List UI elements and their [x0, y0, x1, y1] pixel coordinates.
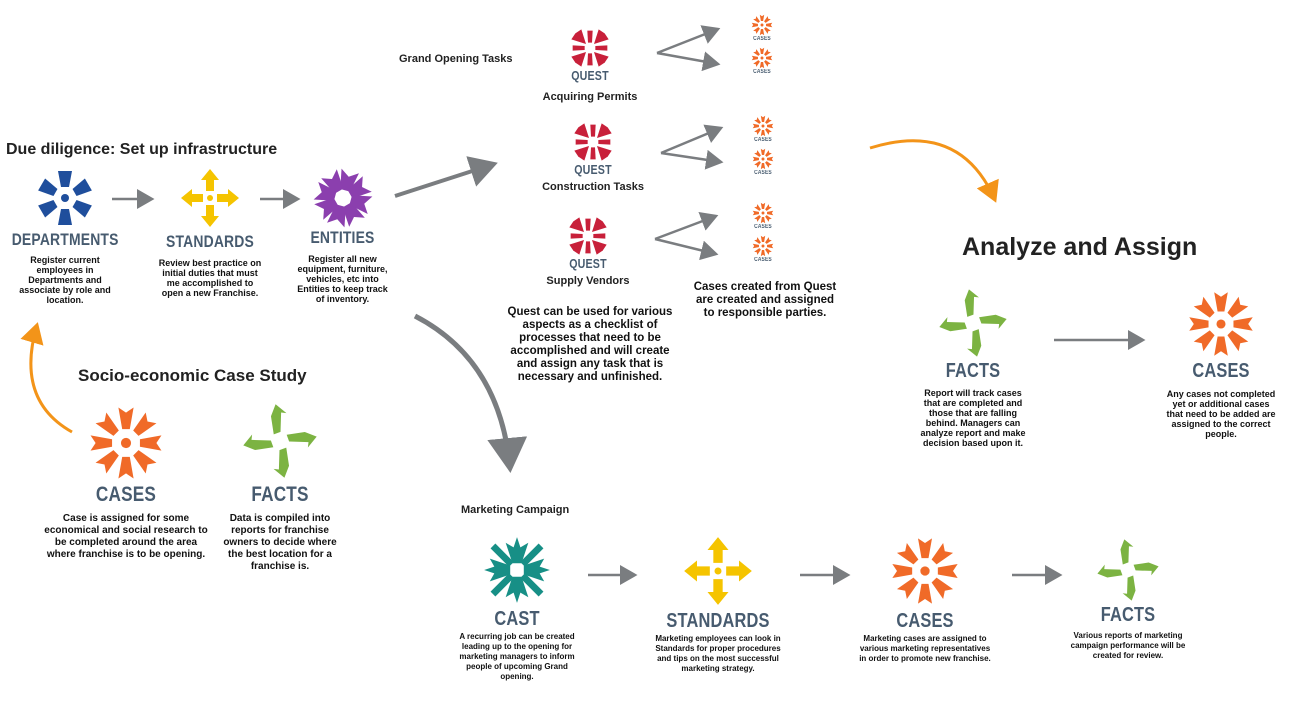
orange-arrow-socio: [20, 322, 73, 434]
analyze-cases-node[interactable]: CASES Any cases not completed yet or add…: [1160, 290, 1282, 439]
socio-cases-node[interactable]: CASES Case is assigned for some economic…: [20, 405, 232, 561]
socio-facts-node[interactable]: FACTS Data is compiled into reports for …: [210, 404, 350, 573]
arrow-infra-marketing: [413, 313, 528, 473]
arrow-infra-quests: [394, 156, 498, 198]
cast-icon: [484, 537, 550, 603]
socio-facts-desc: Data is compiled into reports for franch…: [223, 513, 337, 572]
analyze-cases-word: CASES: [1192, 360, 1250, 382]
mini-case[interactable]: CASES: [747, 115, 779, 143]
facts-icon: [1095, 537, 1161, 603]
cases-icon: [752, 235, 774, 257]
grand-opening-heading: Grand Opening Tasks: [399, 53, 513, 65]
quest-icon: [574, 123, 612, 161]
cases-icon: [90, 407, 162, 479]
standards-node[interactable]: STANDARDS Review best practice on initia…: [150, 168, 270, 298]
analyze-facts-node[interactable]: FACTS Report will track cases that are c…: [910, 287, 1036, 448]
marketing-standards-word: STANDARDS: [666, 610, 770, 632]
mini-case[interactable]: CASES: [747, 202, 779, 230]
mini-case[interactable]: CASES: [747, 148, 779, 176]
departments-node[interactable]: DEPARTMENTS Register current employees i…: [0, 168, 130, 305]
cases-icon: [1189, 292, 1253, 356]
quest-node-vendors[interactable]: QUEST Supply Vendors: [520, 216, 656, 287]
mini-case-word: CASES: [754, 257, 772, 263]
marketing-facts-node[interactable]: FACTS Various reports of marketing campa…: [1060, 537, 1196, 661]
analyze-facts-word: FACTS: [945, 360, 1001, 382]
analyze-cases-desc: Any cases not completed yet or additiona…: [1166, 389, 1276, 439]
facts-icon: [240, 404, 320, 481]
mini-case-word: CASES: [754, 170, 772, 176]
socio-cases-word: CASES: [95, 483, 157, 506]
standards-desc: Review best practice on initial duties t…: [158, 258, 262, 298]
quest-word: QUEST: [571, 68, 609, 83]
marketing-standards-desc: Marketing employees can look in Standard…: [655, 634, 781, 673]
standards-icon: [181, 169, 239, 227]
departments-desc: Register current employees in Department…: [19, 255, 111, 305]
marketing-facts-desc: Various reports of marketing campaign pe…: [1070, 631, 1186, 660]
mini-case[interactable]: CASES: [746, 14, 778, 42]
marketing-cast-node[interactable]: CAST A recurring job can be created lead…: [448, 536, 586, 682]
marketing-standards-node[interactable]: STANDARDS Marketing employees can look i…: [648, 536, 788, 674]
entities-desc: Register all new equipment, furniture, v…: [297, 254, 388, 304]
marketing-facts-word: FACTS: [1100, 604, 1156, 626]
facts-icon: [937, 287, 1009, 359]
departments-word: DEPARTMENTS: [11, 230, 119, 249]
quest-label: Supply Vendors: [546, 275, 630, 287]
entities-icon: [310, 165, 375, 231]
quest-icon: [569, 217, 607, 255]
entities-word: ENTITIES: [310, 228, 375, 247]
socio-facts-word: FACTS: [251, 483, 309, 506]
marketing-heading: Marketing Campaign: [461, 504, 570, 516]
quest-node-construction[interactable]: QUEST Construction Tasks: [520, 122, 666, 193]
quest-note: Quest can be used for various aspects as…: [507, 306, 673, 383]
marketing-cases-word: CASES: [896, 610, 954, 632]
quest-label: Acquiring Permits: [542, 91, 638, 103]
cases-icon: [752, 202, 774, 224]
socio-heading: Socio-economic Case Study: [78, 366, 307, 385]
mini-case[interactable]: CASES: [747, 235, 779, 263]
standards-icon: [684, 537, 752, 605]
orange-arrow-analyze: [869, 139, 999, 203]
cases-icon: [892, 538, 958, 604]
mini-case[interactable]: CASES: [746, 47, 778, 75]
marketing-cases-desc: Marketing cases are assigned to various …: [859, 634, 991, 663]
analyze-facts-desc: Report will track cases that are complet…: [920, 388, 1026, 448]
cases-icon: [752, 148, 774, 170]
socio-cases-desc: Case is assigned for some economical and…: [44, 513, 208, 560]
cast-word: CAST: [494, 608, 540, 630]
cases-icon: [751, 14, 773, 36]
standards-word: STANDARDS: [166, 232, 254, 251]
departments-icon: [38, 171, 92, 225]
quest-icon: [571, 29, 609, 67]
mini-case-word: CASES: [753, 69, 771, 75]
cast-desc: A recurring job can be created leading u…: [459, 632, 575, 681]
entities-node[interactable]: ENTITIES Register all new equipment, fur…: [285, 165, 400, 304]
quest-word: QUEST: [574, 162, 612, 177]
mini-case-word: CASES: [754, 224, 772, 230]
cases-icon: [752, 115, 774, 137]
cases-icon: [751, 47, 773, 69]
cases-note: Cases created from Quest are created and…: [693, 281, 837, 319]
mini-case-word: CASES: [753, 36, 771, 42]
analyze-heading: Analyze and Assign: [962, 233, 1198, 261]
due-diligence-heading: Due diligence: Set up infrastructure: [6, 141, 278, 158]
quest-label: Construction Tasks: [542, 181, 644, 193]
quest-node-permits[interactable]: QUEST Acquiring Permits: [520, 28, 660, 103]
marketing-cases-node[interactable]: CASES Marketing cases are assigned to va…: [855, 536, 995, 664]
mini-case-word: CASES: [754, 137, 772, 143]
quest-word: QUEST: [569, 256, 607, 271]
